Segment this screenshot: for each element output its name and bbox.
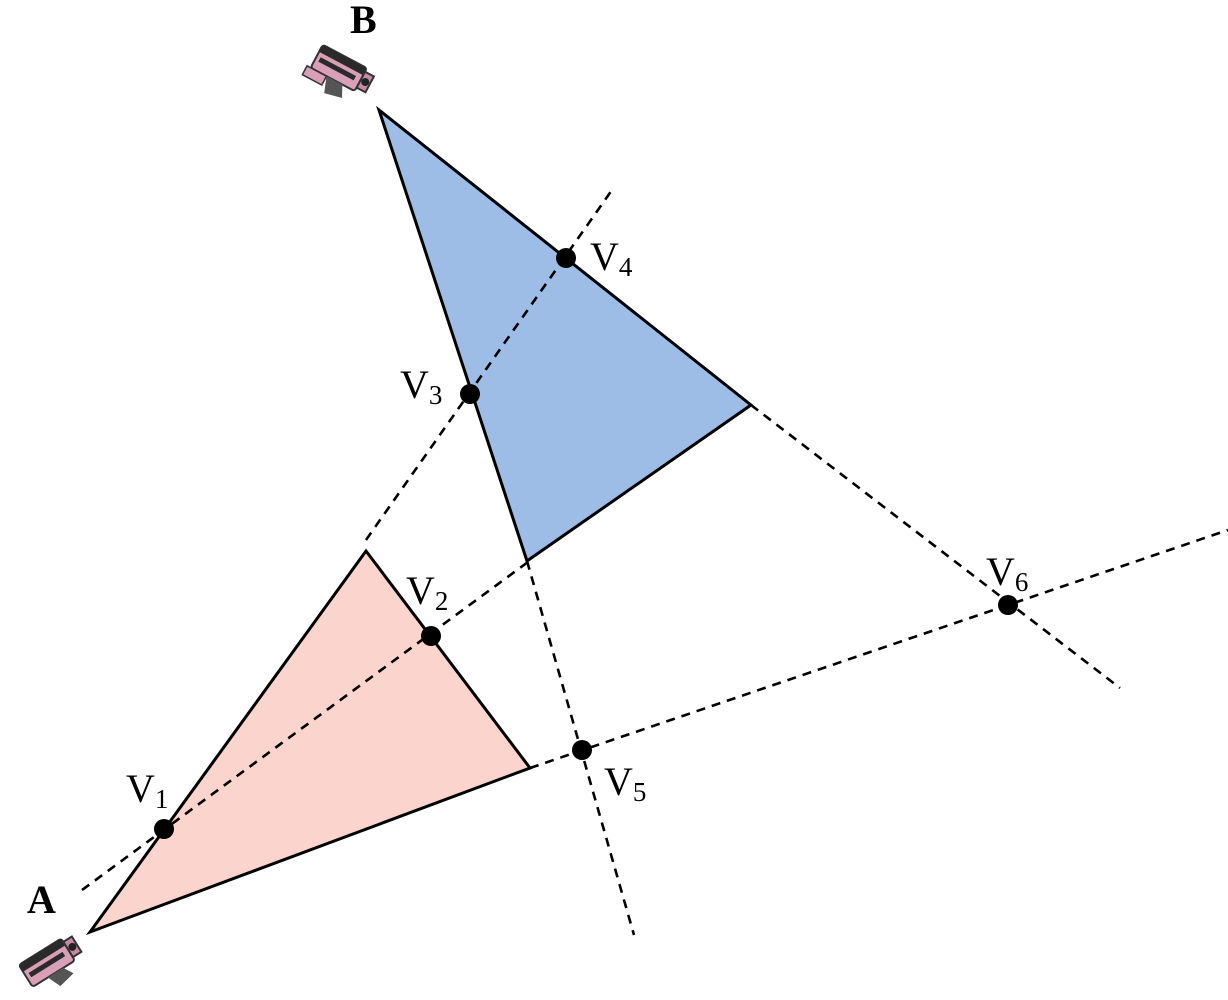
label-v1: V1 (126, 766, 168, 814)
dashed-line-a-v1-v2-v3 (81, 560, 529, 892)
point-v1 (154, 819, 174, 839)
point-v3 (460, 384, 480, 404)
point-v2 (421, 626, 441, 646)
camera-a-label: A (27, 877, 56, 922)
label-v2: V2 (406, 568, 448, 616)
points (154, 248, 1018, 839)
label-v5: V5 (604, 759, 646, 807)
camera-b-label: B (350, 0, 377, 42)
camera-icon (301, 44, 376, 98)
label-v3: V3 (400, 362, 442, 410)
point-v5 (572, 740, 592, 760)
point-v6 (998, 595, 1018, 615)
point-v4 (556, 248, 576, 268)
blue-triangle (379, 110, 751, 561)
label-v6: V6 (986, 549, 1028, 597)
dashed-line-v5-v6 (529, 528, 1228, 770)
pink-triangle (90, 551, 530, 932)
camera-icon (18, 935, 83, 987)
label-v4: V4 (590, 234, 633, 282)
pink-triangle-outline (85, 548, 533, 936)
dashed-line-v3-v4 (364, 189, 614, 541)
dashed-line-v6 (750, 403, 1121, 690)
